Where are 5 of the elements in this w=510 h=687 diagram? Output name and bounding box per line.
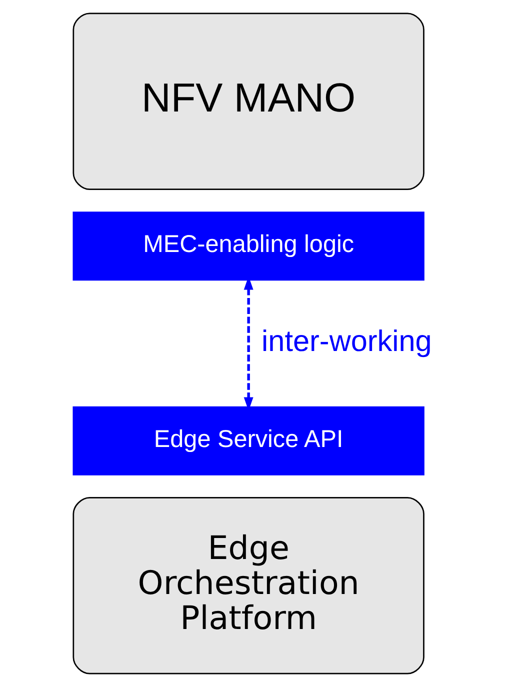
edge-label: inter-working — [262, 325, 432, 358]
node-box: Edge Orchestration Platform — [72, 497, 424, 674]
node-box: MEC-enabling logic — [72, 212, 424, 281]
node-box: Edge Service API — [72, 406, 424, 476]
node-box: NFV MANO — [72, 12, 424, 190]
